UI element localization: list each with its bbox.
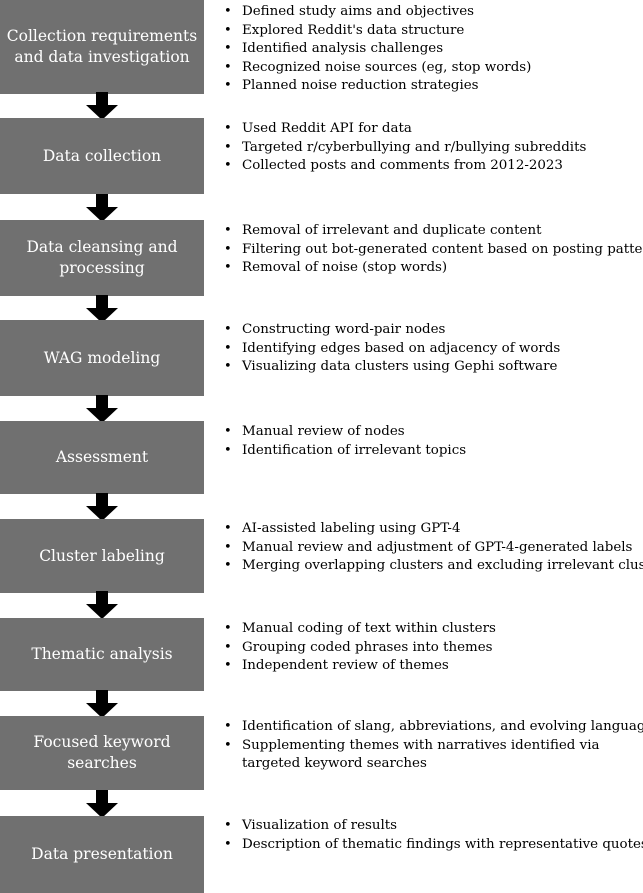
step-5-bullet-1: Manual review of nodes xyxy=(222,423,643,442)
step-2-bullet-2: Targeted r/cyberbullying and r/bullying … xyxy=(222,139,643,158)
arrow-down-icon xyxy=(86,295,118,323)
arrow-down-icon xyxy=(86,690,118,718)
step-4-bullet-3: Visualizing data clusters using Gephi so… xyxy=(222,358,643,377)
step-9-title: Data presentation xyxy=(31,845,173,863)
step-4-bullets: Constructing word-pair nodes Identifying… xyxy=(222,321,643,377)
step-1-bullet-3: Identified analysis challenges xyxy=(222,40,643,59)
step-9-bullet-1: Visualization of results xyxy=(222,817,643,836)
step-6-title: Cluster labeling xyxy=(39,546,165,565)
step-1-bullet-1: Defined study aims and objectives xyxy=(222,3,643,22)
step-7-bullets: Manual coding of text within clusters Gr… xyxy=(222,620,643,676)
step-3-bullets: Removal of irrelevant and duplicate cont… xyxy=(222,222,643,278)
step-3-title: Data cleansing and processing xyxy=(26,238,178,277)
arrow-down-icon xyxy=(86,194,118,222)
arrow-down-icon xyxy=(86,395,118,423)
step-2-title: Data collection xyxy=(42,146,162,165)
step-2-box: Data collection xyxy=(0,118,204,194)
arrow-down-icon xyxy=(86,591,118,619)
step-1-title: Collection requirements and data investi… xyxy=(6,27,198,66)
step-7-title: Thematic analysis xyxy=(31,645,173,663)
step-7-bullet-2: Grouping coded phrases into themes xyxy=(222,639,643,658)
step-3-box: Data cleansing and processing xyxy=(0,220,204,296)
step-6-bullet-2: Manual review and adjustment of GPT-4-ge… xyxy=(222,539,643,558)
arrow-down-icon xyxy=(86,790,118,818)
arrow-down-icon xyxy=(86,493,118,521)
step-8-bullet-2: Supplementing themes with narratives ide… xyxy=(222,737,622,774)
step-1-bullets: Defined study aims and objectives Explor… xyxy=(222,3,643,96)
step-7-box: Thematic analysis xyxy=(0,618,204,691)
arrow-down-icon xyxy=(86,92,118,120)
step-1-box: Collection requirements and data investi… xyxy=(0,0,204,94)
step-4-bullet-2: Identifying edges based on adjacency of … xyxy=(222,340,643,359)
step-3-bullet-1: Removal of irrelevant and duplicate cont… xyxy=(222,222,643,241)
step-4-box: WAG modeling xyxy=(0,320,204,396)
step-4-bullet-1: Constructing word-pair nodes xyxy=(222,321,643,340)
step-7-bullet-1: Manual coding of text within clusters xyxy=(222,620,643,639)
step-8-title: Focused keyword searches xyxy=(33,733,171,772)
step-1-bullet-2: Explored Reddit's data structure xyxy=(222,22,643,41)
step-5-title: Assessment xyxy=(55,448,149,466)
step-8-box: Focused keyword searches xyxy=(0,716,204,790)
step-3-bullet-2: Filtering out bot-generated content base… xyxy=(222,241,643,260)
step-7-bullet-3: Independent review of themes xyxy=(222,657,643,676)
step-6-bullet-3: Merging overlapping clusters and excludi… xyxy=(222,557,643,576)
step-9-bullets: Visualization of results Description of … xyxy=(222,817,643,854)
step-8-bullets: Identification of slang, abbreviations, … xyxy=(222,718,643,774)
step-5-box: Assessment xyxy=(0,421,204,494)
step-5-bullet-2: Identification of irrelevant topics xyxy=(222,442,643,461)
step-6-bullets: AI-assisted labeling using GPT-4 Manual … xyxy=(222,520,643,576)
step-2-bullet-3: Collected posts and comments from 2012-2… xyxy=(222,157,643,176)
step-6-box: Cluster labeling xyxy=(0,519,204,593)
step-9-box: Data presentation xyxy=(0,816,204,893)
step-8-bullet-1: Identification of slang, abbreviations, … xyxy=(222,718,643,737)
step-6-bullet-1: AI-assisted labeling using GPT-4 xyxy=(222,520,643,539)
step-2-bullet-1: Used Reddit API for data xyxy=(222,120,643,139)
step-4-title: WAG modeling xyxy=(43,348,161,367)
step-9-bullet-2: Description of thematic findings with re… xyxy=(222,836,643,855)
step-5-bullets: Manual review of nodes Identification of… xyxy=(222,423,643,460)
step-3-bullet-3: Removal of noise (stop words) xyxy=(222,259,643,278)
step-1-bullet-5: Planned noise reduction strategies xyxy=(222,77,643,96)
step-2-bullets: Used Reddit API for data Targeted r/cybe… xyxy=(222,120,643,176)
step-1-bullet-4: Recognized noise sources (eg, stop words… xyxy=(222,59,643,78)
